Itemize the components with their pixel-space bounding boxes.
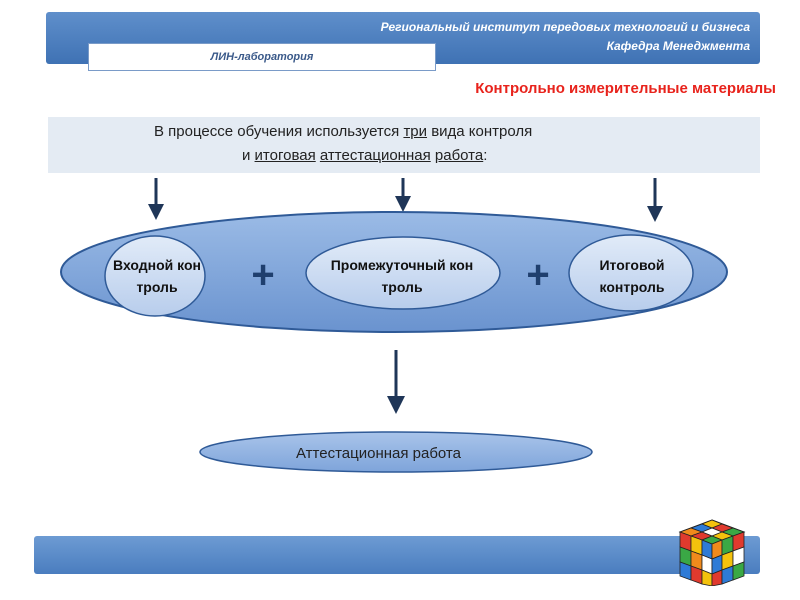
arrow-down-icon <box>395 178 411 212</box>
section-title: Контрольно измерительные материалы <box>475 80 776 97</box>
intro-underlined-work: работа <box>434 147 484 164</box>
intro-box: В процессе обучения используется три вид… <box>48 117 760 173</box>
department-name: Кафедра Менеджмента <box>606 39 750 53</box>
final-control-label: Итоговой контроль <box>599 257 665 295</box>
plus-icon: + <box>526 253 550 297</box>
intro-underlined-three: три <box>403 123 428 140</box>
intro-line-1: В процессе обучения используется три вид… <box>154 123 532 140</box>
intro-underlined-attestation: аттестационная <box>319 147 431 164</box>
arrow-down-icon <box>387 350 405 414</box>
final-control-node <box>568 234 694 312</box>
arrow-down-icon <box>148 178 164 220</box>
plus-icon: + <box>251 253 275 297</box>
intro-text: и <box>242 147 255 164</box>
result-ellipse <box>199 431 593 473</box>
result-label: Аттестационная работа <box>296 445 461 462</box>
intro-underlined-final: итоговая <box>254 147 316 164</box>
intro-line-2: и итоговая аттестационная работа: <box>242 147 487 164</box>
rubiks-cube-icon <box>678 519 746 586</box>
intermediate-control-label: Промежуточный контроль <box>330 257 474 295</box>
institute-name: Региональный институт передовых технолог… <box>380 20 750 34</box>
input-control-label: Входной контроль <box>113 257 201 295</box>
arrow-down-icon <box>647 178 663 222</box>
intermediate-control-node <box>305 236 501 310</box>
intro-text: : <box>483 147 488 164</box>
intro-text: вида контроля <box>427 123 533 140</box>
footer-bar <box>34 536 760 574</box>
intro-text: В процессе обучения используется <box>154 123 404 140</box>
lab-label: ЛИН-лаборатория <box>88 43 436 71</box>
input-control-node <box>104 235 206 317</box>
